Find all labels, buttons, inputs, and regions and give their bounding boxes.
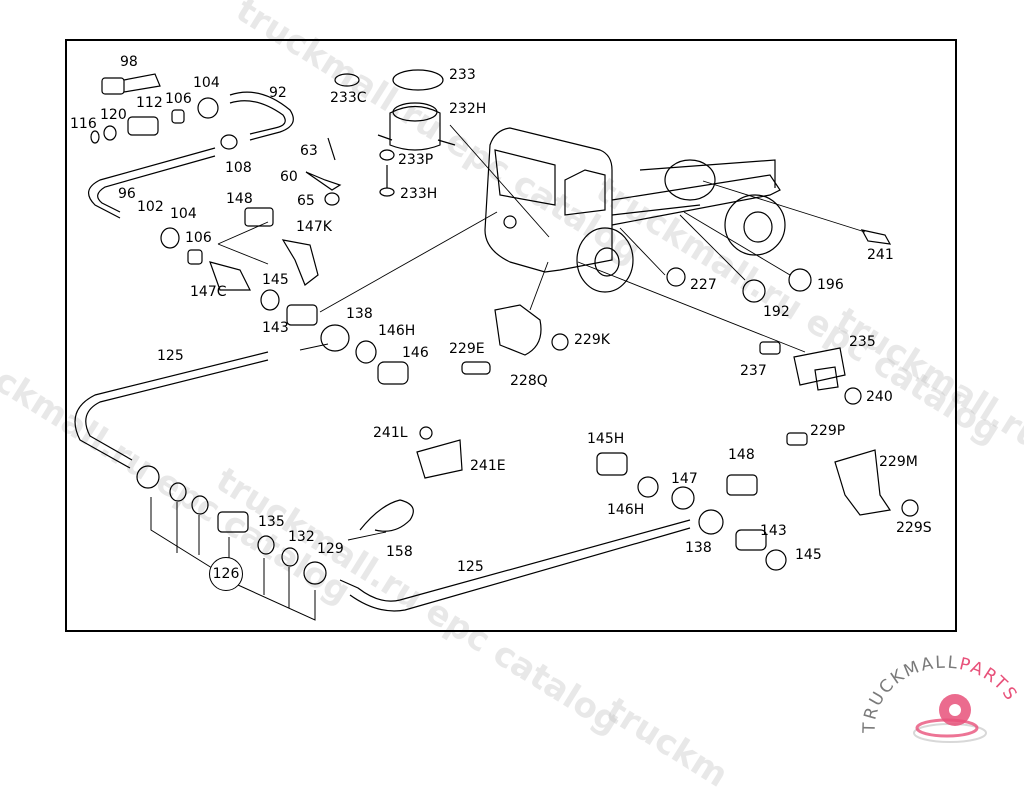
part-label: 233P [398,152,434,168]
part-label: 106 [165,91,192,107]
part-label: 147 [671,471,698,487]
part-label: 132 [288,529,315,545]
part-label: 65 [297,193,315,209]
part-label: 104 [193,75,220,91]
part-label: 145H [587,431,625,447]
part-label: 241 [867,247,894,263]
part-label: 227 [690,277,717,293]
part-label: 229M [879,454,918,470]
logo-text-accent: PARTS [957,654,1021,705]
part-label: 92 [269,85,287,101]
part-label: 232H [449,101,487,117]
part-label: 240 [866,389,893,405]
truckmallparts-logo: TRUCKMALLPARTS [855,648,1024,750]
tube-125-lower [339,519,691,602]
part-label: 241L [373,425,408,441]
part-label: 146H [378,323,416,339]
part-label: 241E [470,458,506,474]
fittings [90,69,919,585]
tube-96 [88,147,216,219]
leader-lines [217,124,866,541]
part-label: 143 [262,320,289,336]
part-label: 116 [70,116,97,132]
part-label: 143 [760,523,787,539]
part-label: 145 [795,547,822,563]
part-label: 233C [330,90,367,106]
part-label: 98 [120,54,138,70]
part-label: 145 [262,272,289,288]
part-label: 60 [280,169,298,185]
part-label: 147K [296,219,332,235]
part-label: 120 [100,107,127,123]
part-label: 112 [136,95,163,111]
part-label: 138 [685,540,712,556]
parts-diagram [74,69,919,621]
logo-graphic: TRUCKMALLPARTS [860,653,1022,743]
part-label: 229S [896,520,932,536]
part-label: 233 [449,67,476,83]
svg-text:TRUCKMALLPARTS: TRUCKMALLPARTS [860,653,1022,735]
part-label: 63 [300,143,318,159]
callout-126: 126 [209,557,243,591]
part-label: 196 [817,277,844,293]
part-label: 228Q [510,373,548,389]
part-label: 146H [607,502,645,518]
part-label: 233H [400,186,438,202]
part-label: 129 [317,541,344,557]
part-label: 229E [449,341,485,357]
part-label: 148 [226,191,253,207]
part-label: 102 [137,199,164,215]
part-label: 229K [574,332,610,348]
tube-92 [229,91,294,141]
part-label: 135 [258,514,285,530]
part-label: 147C [190,284,227,300]
part-label: 192 [763,304,790,320]
part-label: 96 [118,186,136,202]
tube-125-upper [74,351,269,469]
part-label: 106 [185,230,212,246]
part-label: 235 [849,334,876,350]
truck-illustration [484,127,786,293]
part-label: 148 [728,447,755,463]
part-label: 125 [457,559,484,575]
callout-126-leaders [150,497,316,621]
part-label: 126 [212,566,240,582]
part-label: 158 [386,544,413,560]
part-label: 108 [225,160,252,176]
part-label: 125 [157,348,184,364]
part-label: 104 [170,206,197,222]
part-label: 138 [346,306,373,322]
diagram-frame [65,39,957,632]
part-label: 146 [402,345,429,361]
part-label: 237 [740,363,767,379]
part-label: 229P [810,423,846,439]
